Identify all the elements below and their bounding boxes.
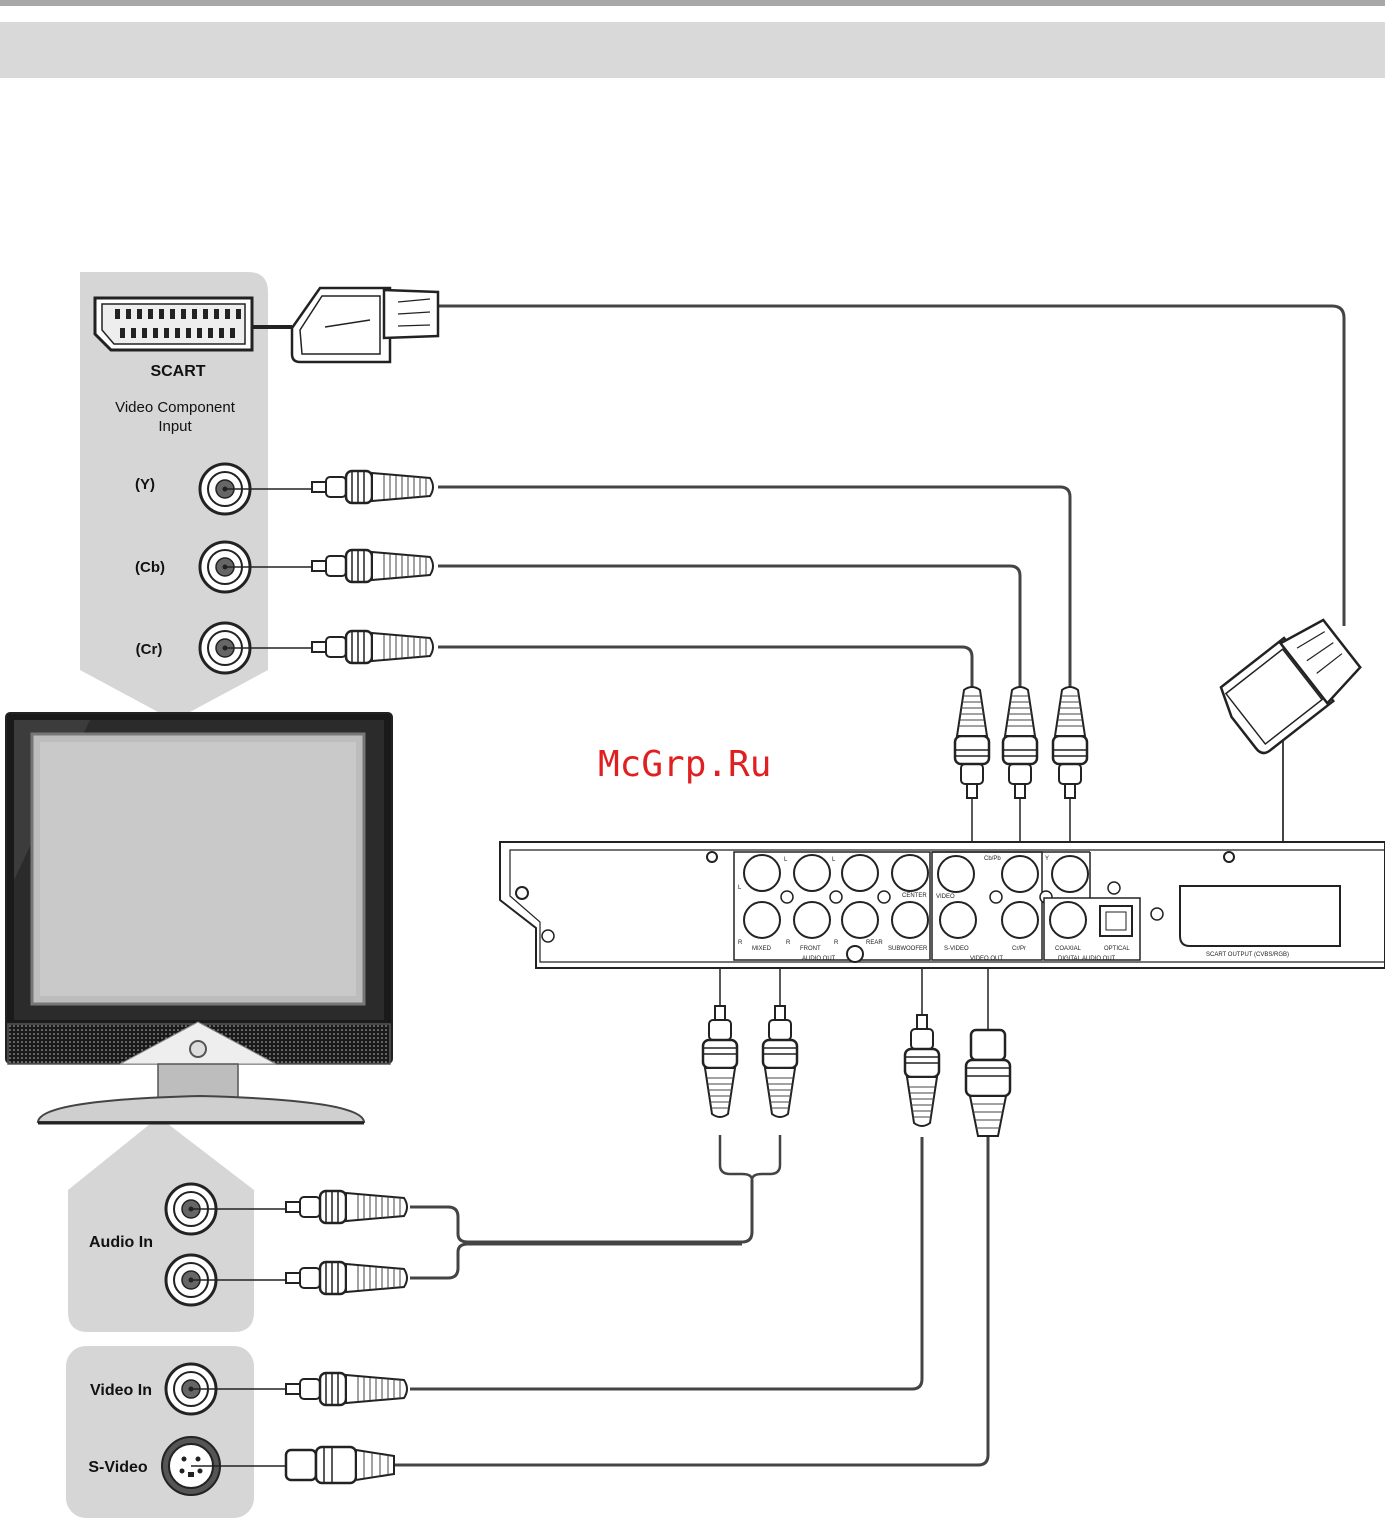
svideo-plug-tv bbox=[286, 1447, 394, 1483]
y-plug-player bbox=[1053, 687, 1087, 798]
cb-plug-tv bbox=[312, 550, 433, 582]
audio-l-plug-player bbox=[703, 1006, 737, 1117]
cb-input-label: (Cb) bbox=[135, 559, 165, 576]
video-plug-tv bbox=[286, 1373, 407, 1405]
component-input-label-line1: Video Component bbox=[115, 399, 236, 416]
label-s-video: S-VIDEO bbox=[944, 946, 969, 952]
cr-plug-tv bbox=[312, 631, 433, 663]
cr-plug-player bbox=[955, 687, 989, 798]
label-video: VIDEO bbox=[936, 894, 955, 900]
label-r-3: R bbox=[834, 940, 839, 946]
label-cr-pr: Cr/Pr bbox=[1012, 946, 1026, 952]
component-input-label-line2: Input bbox=[158, 418, 192, 435]
video-plug-player bbox=[905, 1015, 939, 1126]
label-video-out: VIDEO OUT bbox=[970, 956, 1003, 962]
audio-in-label: Audio In bbox=[89, 1234, 153, 1251]
audio-r-plug-tv bbox=[286, 1262, 407, 1294]
label-rear: REAR bbox=[866, 940, 883, 946]
label-center: CENTER bbox=[902, 893, 927, 899]
watermark: McGrp.Ru bbox=[598, 744, 771, 785]
scart-plug-player bbox=[1213, 612, 1366, 756]
label-scart-output: SCART OUTPUT (CVBS/RGB) bbox=[1206, 952, 1289, 958]
y-plug-tv bbox=[312, 471, 433, 503]
cr-input-label: (Cr) bbox=[136, 641, 163, 658]
label-subwoofer: SUBWOOFER bbox=[888, 946, 928, 952]
tv-scart-socket bbox=[95, 298, 252, 350]
label-digital-audio-out: DIGITAL AUDIO OUT bbox=[1058, 956, 1116, 962]
label-audio-out: AUDIO OUT bbox=[802, 956, 836, 962]
label-coaxial: COAXIAL bbox=[1055, 946, 1082, 952]
label-y: Y bbox=[1045, 856, 1049, 862]
television bbox=[6, 713, 392, 1123]
cb-plug-player bbox=[1003, 687, 1037, 798]
svideo-label: S-Video bbox=[88, 1459, 148, 1476]
tv-video-panel bbox=[66, 1346, 254, 1518]
label-mixed: MIXED bbox=[752, 946, 772, 952]
video-in-label: Video In bbox=[90, 1382, 152, 1399]
label-cb-pb: Cb/Pb bbox=[984, 856, 1001, 862]
audio-l-plug-tv bbox=[286, 1191, 407, 1223]
label-r-1: R bbox=[738, 940, 743, 946]
scart-label: SCART bbox=[150, 363, 205, 380]
y-input-label: (Y) bbox=[135, 476, 155, 493]
scart-plug-tv bbox=[292, 288, 438, 362]
dvd-player-rear bbox=[500, 842, 1385, 968]
audio-r-plug-player bbox=[763, 1006, 797, 1117]
label-r-2: R bbox=[786, 940, 791, 946]
tv-bottom-panel bbox=[68, 1124, 254, 1332]
label-front: FRONT bbox=[800, 946, 821, 952]
svideo-plug-player bbox=[966, 1030, 1010, 1136]
label-optical: OPTICAL bbox=[1104, 946, 1130, 952]
